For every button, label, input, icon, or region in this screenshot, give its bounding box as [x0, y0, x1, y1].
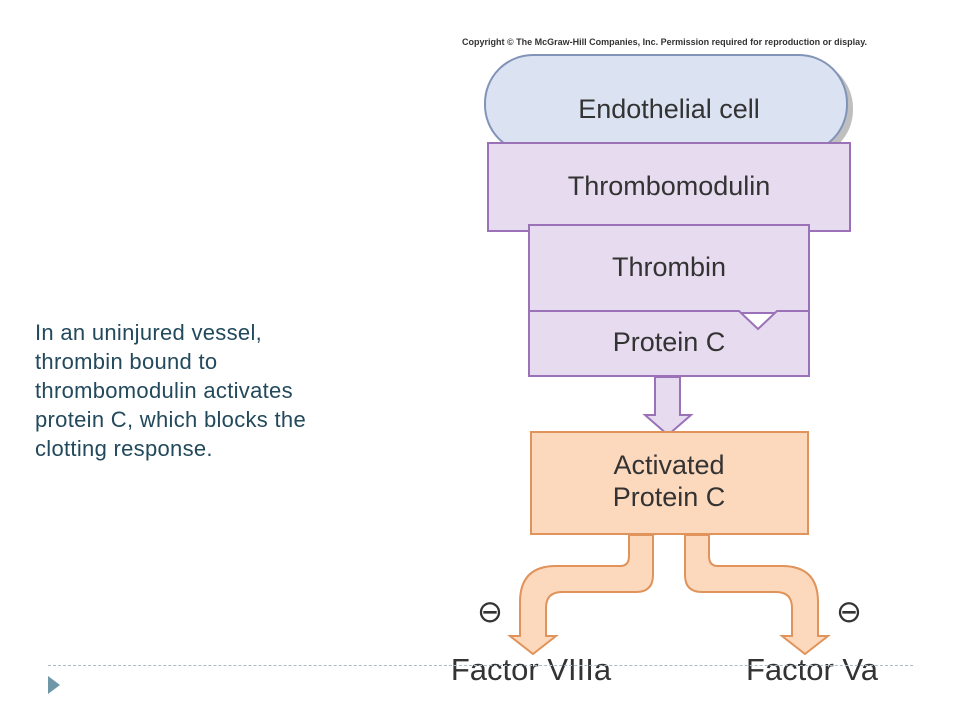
- caption-line-2: thrombin bound to: [35, 349, 218, 374]
- footer-divider: [48, 665, 913, 666]
- caption-text: In an uninjured vessel, thrombin bound t…: [35, 318, 405, 463]
- caption-line-3: thrombomodulin activates: [35, 378, 293, 403]
- activated-protein-c-label-line-1: Activated: [613, 450, 724, 480]
- endothelial-cell-label: Endothelial cell: [578, 94, 760, 124]
- thrombomodulin-box: [487, 142, 851, 232]
- inhibition-arrow-right: [684, 534, 831, 656]
- inhibition-arrow-left: [507, 534, 654, 656]
- thrombin-box: [528, 224, 810, 314]
- factor-va-label: Factor Va: [746, 652, 879, 687]
- activated-protein-c-box: [530, 431, 809, 535]
- inhibit-symbol-right: ⊖: [836, 594, 862, 629]
- thrombomodulin-label: Thrombomodulin: [568, 171, 771, 201]
- factor-viiia-label: Factor VIIIa: [451, 652, 612, 687]
- activation-arrow: [642, 376, 694, 437]
- protein-c-box: [528, 310, 810, 377]
- copyright-notice: Copyright © The McGraw-Hill Companies, I…: [462, 37, 868, 47]
- thrombin-label: Thrombin: [612, 252, 726, 282]
- protein-c-label: Protein C: [613, 327, 726, 357]
- caption-line-5: clotting response.: [35, 436, 213, 461]
- caption-line-4: protein C, which blocks the: [35, 407, 307, 432]
- slide-bullet-arrow-icon: [48, 676, 60, 694]
- inhibit-symbol-left: ⊖: [477, 594, 503, 629]
- caption-line-1: In an uninjured vessel,: [35, 320, 263, 345]
- activated-protein-c-label-line-2: Protein C: [613, 482, 726, 512]
